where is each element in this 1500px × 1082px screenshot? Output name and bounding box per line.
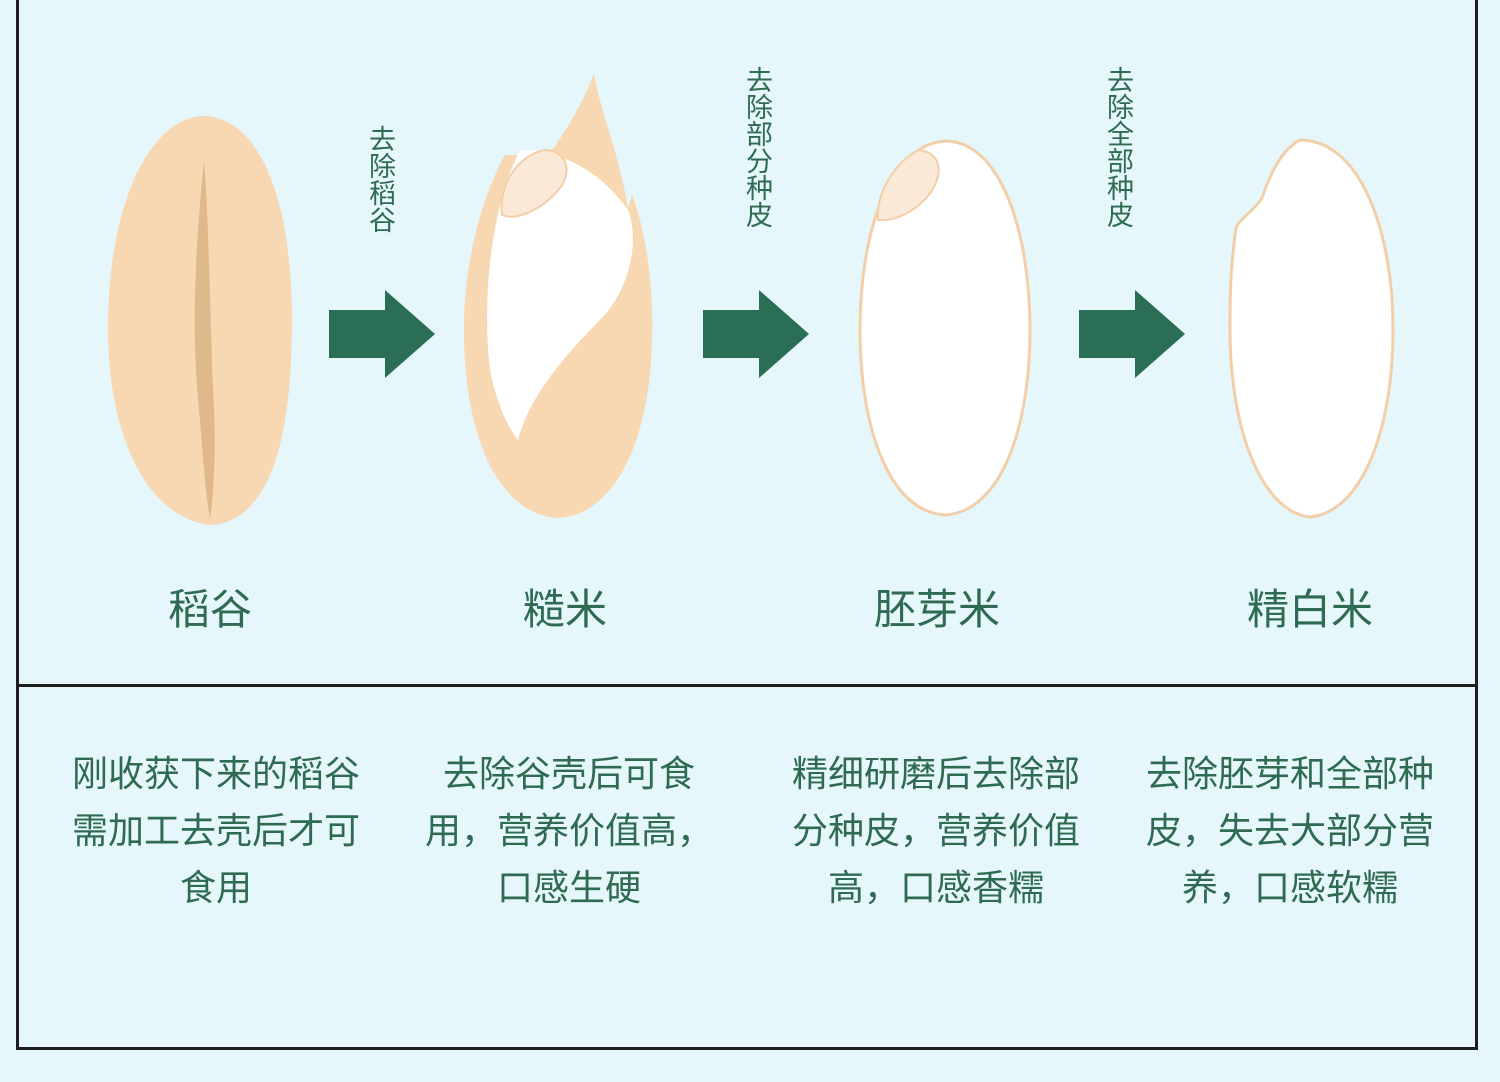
step-label-remove-all-bran: 去除全部种皮 (1102, 66, 1133, 228)
right-arrow-icon (703, 290, 809, 378)
stage-description-paddy: 刚收获下来的稻谷需加工去壳后才可食用 (71, 754, 360, 909)
stage-description-white-rice: 去除胚芽和全部种皮，失去大部分营养，口感软糯 (1145, 754, 1434, 909)
diagram-frame (16, 0, 1478, 1050)
stage-description-germ-rice: 精细研磨后去除部分种皮，营养价值高，口感香糯 (791, 754, 1080, 909)
step-label-remove-hull: 去除稻谷 (364, 125, 395, 233)
stage-name-brown-rice: 糙米 (522, 585, 607, 634)
white-rice-icon (1228, 138, 1395, 519)
brown-rice-icon (463, 74, 653, 518)
stage-name-white-rice: 精白米 (1246, 585, 1373, 634)
stage-description-brown-rice: 去除谷壳后可食用，营养价值高，口感生硬 (424, 754, 713, 909)
stage-name-paddy: 稻谷 (167, 585, 252, 634)
right-arrow-icon (1079, 290, 1185, 378)
stage-name-germ-rice: 胚芽米 (873, 585, 1000, 634)
right-arrow-icon (329, 290, 435, 378)
section-divider (16, 684, 1478, 687)
step-label-remove-partial-bran: 去除部分种皮 (741, 66, 772, 228)
germ-rice-icon (858, 139, 1032, 517)
paddy-grain-icon (107, 116, 292, 525)
